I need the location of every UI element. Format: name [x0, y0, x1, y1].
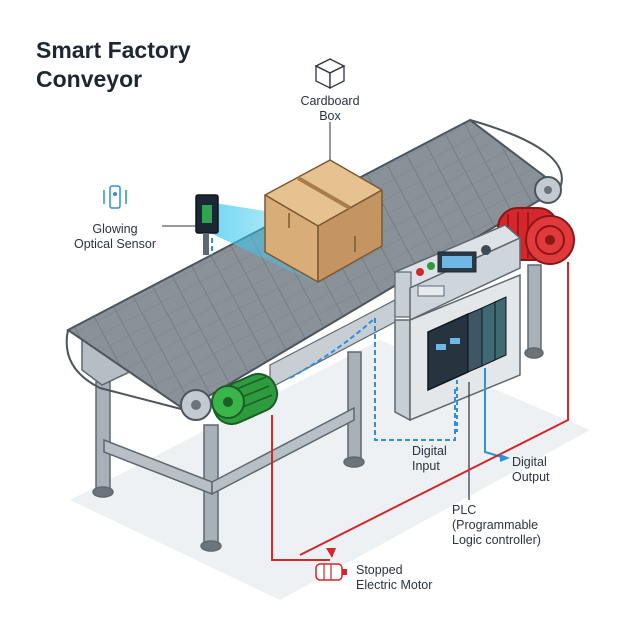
cardboard-box	[264, 159, 383, 283]
label-box-line-1: Cardboard	[300, 94, 360, 108]
green-motor	[211, 372, 279, 426]
optical-sensor	[195, 194, 219, 255]
label-output-line-2: Output	[512, 470, 550, 484]
diagram-title: Smart Factory Conveyor	[36, 36, 191, 94]
plc-cabinet	[394, 273, 521, 422]
label-input-line-2: Input	[412, 459, 440, 473]
box-icon	[314, 58, 346, 90]
label-output-line-1: Digital	[512, 455, 547, 469]
label-plc-line-1: PLC	[452, 503, 477, 517]
power-wiring	[271, 262, 569, 561]
label-digital-input: Digital Input	[412, 444, 447, 474]
label-optical-sensor: Glowing Optical Sensor	[60, 222, 170, 252]
motor-icon	[315, 563, 347, 581]
plc-module	[427, 296, 507, 392]
title-line-1: Smart Factory	[36, 37, 191, 63]
label-sensor-line-2: Optical Sensor	[74, 237, 156, 251]
label-box-line-2: Box	[319, 109, 341, 123]
label-cardboard-box: Cardboard Box	[285, 94, 375, 124]
label-motor-line-1: Stopped	[356, 563, 403, 577]
label-plc-line-2: (Programmable	[452, 518, 539, 532]
sensor-icon	[103, 185, 127, 209]
conveyor-rollers	[180, 176, 562, 421]
label-digital-output: Digital Output	[512, 455, 550, 485]
wire-arrows	[326, 454, 510, 558]
label-stopped-motor: Stopped Electric Motor	[356, 563, 432, 593]
label-input-line-1: Digital	[412, 444, 447, 458]
control-panel	[393, 224, 522, 322]
label-plc-line-3: Logic controller)	[452, 533, 541, 547]
label-motor-line-2: Electric Motor	[356, 578, 433, 592]
floor-shadow	[70, 340, 590, 600]
title-line-2: Conveyor	[36, 66, 143, 92]
label-sensor-line-1: Glowing	[92, 222, 138, 236]
label-plc: PLC (Programmable Logic controller)	[452, 503, 541, 548]
conveyor-frame	[92, 264, 544, 552]
leader-lines	[162, 122, 331, 227]
